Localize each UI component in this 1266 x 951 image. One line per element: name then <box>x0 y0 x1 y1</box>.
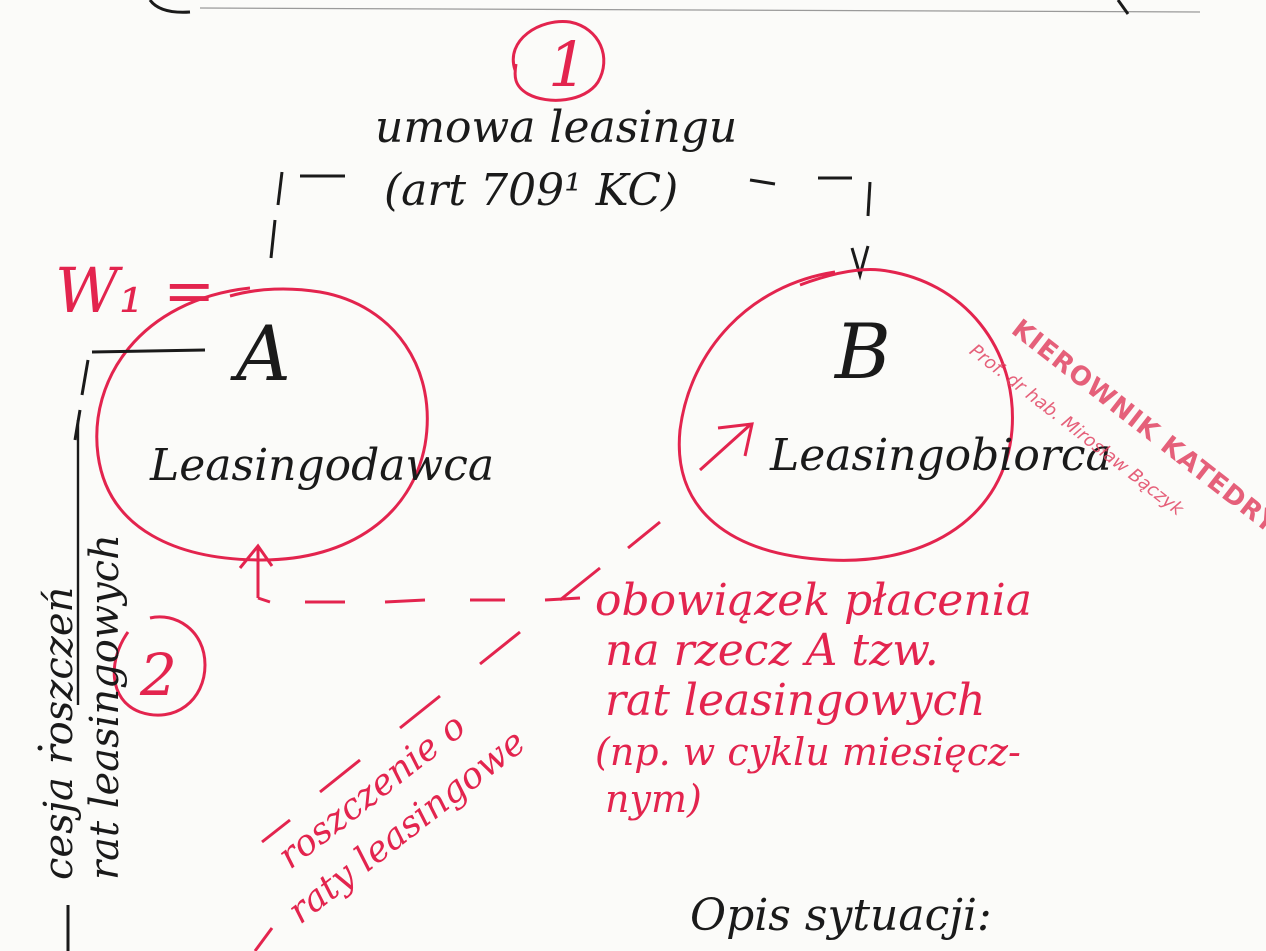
arrow-head-to-b <box>850 245 870 281</box>
dashed-connector-top-right <box>749 176 852 186</box>
bottom-text: Opis sytuacji: <box>690 890 992 941</box>
circle-1-number: 1 <box>548 28 587 101</box>
left-vertical-line2: rat leasingowych <box>82 534 128 880</box>
dashed-connector-right-vert <box>866 181 872 217</box>
bottom-diag-stroke <box>253 927 274 951</box>
node-b-circle <box>677 268 1014 562</box>
obligation-line-4: (np. w cyklu miesięcz- <box>595 730 1021 774</box>
obligation-line-3: rat leasingowych <box>605 675 985 726</box>
obligation-line-2: na rzecz A tzw. <box>605 625 939 676</box>
circle-2-number: 2 <box>139 641 177 709</box>
top-label-line1: umowa leasingu <box>375 102 737 153</box>
circle-2-outline <box>112 615 207 717</box>
node-b-name: Leasingobiorca <box>769 430 1112 481</box>
obligation-line-1: obowiązek płacenia <box>595 575 1032 626</box>
obligation-line-5: nym) <box>605 777 702 821</box>
node-a-letter: A <box>230 309 291 398</box>
top-stroke-fragment <box>148 0 191 14</box>
node-b-letter: B <box>833 307 891 396</box>
dashed-return-to-a <box>257 596 581 604</box>
dashed-connector-top-left-vert <box>269 171 284 259</box>
dashed-diagonal-to-b <box>261 520 661 844</box>
arrow-head-to-a <box>238 543 274 598</box>
circle-1-outline <box>511 20 606 102</box>
w1-label: W₁ = <box>55 254 215 327</box>
node-a-circle <box>95 286 429 562</box>
left-dot <box>37 745 43 751</box>
top-rule-line <box>199 7 1201 13</box>
arrow-into-b <box>698 422 754 472</box>
left-vertical-line1: cesja roszczeń <box>36 587 82 880</box>
stamp-line1: KIEROWNIK KATEDRY <box>1006 314 1266 540</box>
left-bracket <box>73 348 206 441</box>
top-label-line2: (art 709¹ KC) <box>384 165 678 216</box>
node-a-name: Leasingodawca <box>149 440 494 491</box>
top-right-stroke <box>1116 0 1130 15</box>
